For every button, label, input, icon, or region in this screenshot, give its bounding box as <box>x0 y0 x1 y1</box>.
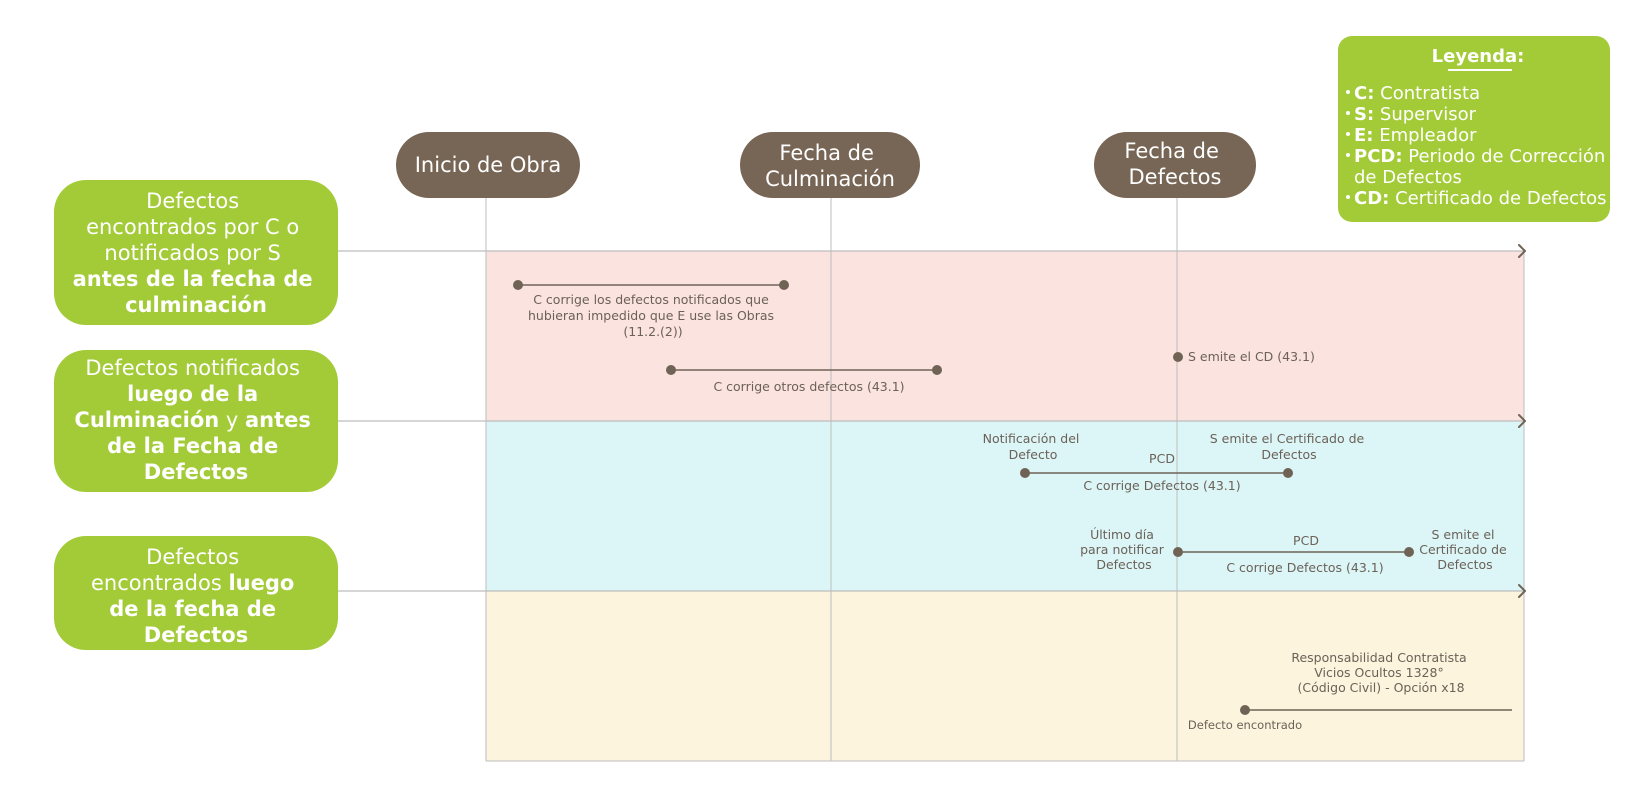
legend: Leyenda: C: Contratista S: Supervisor E:… <box>1338 36 1611 222</box>
row-label-run: encontrados por C o <box>86 215 299 239</box>
row-label-run: luego <box>228 571 294 595</box>
annotation-c-corrige-defectos: C corrige Defectos (43.1) <box>1083 478 1240 493</box>
segment-start-dot <box>666 365 676 375</box>
phase-lines <box>485 197 1525 762</box>
row-label-run: Defectos <box>146 545 239 569</box>
annotation-c-corrige-otros: C corrige otros defectos (43.1) <box>713 379 904 394</box>
legend-items: C: Contratista S: Supervisor E: Empleado… <box>1346 83 1611 209</box>
annotation-responsabilidad-contratista: Responsabilidad Contratista Vicios Ocult… <box>1291 650 1470 695</box>
row-label-run: antes de la fecha de <box>73 267 313 291</box>
phase-header-pill <box>396 132 580 198</box>
annotation-s-emite-certificado: S emite el Certificado de Defectos <box>1210 431 1368 462</box>
legend-run: CD: <box>1354 188 1389 209</box>
row-label-before-culmination: Defectos encontrados por C o notificados… <box>54 180 338 325</box>
legend-bullet <box>1346 195 1350 199</box>
row-label-after-defects-date: Defectos encontrados luego de la fecha d… <box>54 536 338 650</box>
segment-c-corrige-otros <box>666 365 942 375</box>
legend-run: C: <box>1354 83 1374 104</box>
arrow-head-icon <box>1518 244 1526 258</box>
annotation-pcd: PCD <box>1149 451 1175 466</box>
segment-c-corrige-impedidos <box>513 280 789 290</box>
legend-run: Contratista <box>1374 83 1480 104</box>
phase-header-label: Inicio de Obra <box>415 153 562 177</box>
annotation-c-corrige-impedidos: C corrige los defectos notificados que h… <box>528 292 778 339</box>
row-label-text: Defectos encontrados luego de la fecha d… <box>91 545 301 647</box>
row-label-run: culminación <box>125 293 267 317</box>
legend-run: Empleador <box>1374 125 1478 146</box>
row-label-run: y <box>219 408 245 432</box>
segment-end-dot <box>1283 468 1293 478</box>
phase-header-defects: Fecha de Defectos <box>1094 132 1256 198</box>
legend-run: S: <box>1354 104 1374 125</box>
annotation-ultimo-dia: Último día para notificar Defectos <box>1080 527 1168 572</box>
row-label-run: antes <box>245 408 311 432</box>
segment-pcd-row3 <box>1173 547 1414 557</box>
arrow-head-icon <box>1518 414 1526 428</box>
band-after-culmination <box>486 421 1524 591</box>
phase-header-culmination: Fecha de Culminación <box>740 132 920 198</box>
row-label-run: Defectos <box>144 623 248 647</box>
segment-start-dot <box>513 280 523 290</box>
row-label-run: notificados por S <box>104 241 280 265</box>
row-label-run: Defectos <box>144 460 248 484</box>
phase-header-start: Inicio de Obra <box>396 132 580 198</box>
segment-end-dot <box>932 365 942 375</box>
annotation-defecto-encontrado: Defecto encontrado <box>1188 718 1302 732</box>
legend-run: E: <box>1354 125 1374 146</box>
segment-start-dot <box>1173 547 1183 557</box>
row-label-run: Defectos notificados <box>85 356 300 380</box>
annotation-s-emite-cd: S emite el CD (43.1) <box>1188 349 1315 364</box>
annotation-s-emite-certificado: S emite el Certificado de Defectos <box>1419 527 1511 572</box>
band-after-defects-date <box>486 591 1524 761</box>
legend-item-pcd: PCD: Periodo de Corrección de Defectos <box>1354 146 1611 188</box>
legend-item-cd: CD: Certificado de Defectos <box>1354 188 1607 209</box>
legend-run: PCD: <box>1354 146 1403 167</box>
point-s-emite-cd <box>1173 352 1183 362</box>
segment-start-dot <box>1240 705 1250 715</box>
row-label-run: encontrados <box>91 571 228 595</box>
row-label-after-culmination: Defectos notificados luego de la Culmina… <box>54 350 338 492</box>
legend-item-contratista: C: Contratista <box>1354 83 1480 104</box>
arrow-head-icon <box>1518 584 1526 598</box>
annotation-pcd: PCD <box>1293 533 1319 548</box>
segment-pcd-row2 <box>1020 468 1293 478</box>
phase-header-pill <box>740 132 920 198</box>
phase-header-label: Fecha de Culminación <box>765 141 895 191</box>
legend-bullet <box>1346 111 1350 115</box>
legend-run: de Defectos <box>1354 167 1462 188</box>
segment-start-dot <box>1020 468 1030 478</box>
row-label-run: de la fecha de <box>109 597 276 621</box>
row-label-run: luego de la <box>127 382 258 406</box>
legend-bullet <box>1346 132 1350 136</box>
phase-header-label: Fecha de Defectos <box>1124 139 1225 189</box>
row-axes <box>338 244 1526 598</box>
annotation-notificacion-defecto: Notificación del Defecto <box>983 431 1084 462</box>
row-label-run: Defectos <box>146 189 239 213</box>
phase-header-pill <box>1094 132 1256 198</box>
legend-bullet <box>1346 153 1350 157</box>
row-label-run: de la Fecha de <box>107 434 278 458</box>
legend-bullet <box>1346 90 1350 94</box>
row-label-text: Defectos notificados luego de la Culmina… <box>74 356 317 484</box>
legend-run: Supervisor <box>1374 104 1477 125</box>
legend-title: Leyenda: <box>1432 46 1525 67</box>
legend-item-empleador: E: Empleador <box>1354 125 1477 146</box>
annotation-c-corrige-defectos: C corrige Defectos (43.1) <box>1226 560 1383 575</box>
legend-run: Periodo de Corrección <box>1403 146 1606 167</box>
segment-end-dot <box>779 280 789 290</box>
row-label-run: Culminación <box>74 408 219 432</box>
row-label-pill <box>54 350 338 492</box>
row-label-text: Defectos encontrados por C o notificados… <box>73 189 320 317</box>
segment-vicios-ocultos <box>1240 705 1512 715</box>
row-label-pill <box>54 180 338 325</box>
legend-box <box>1338 36 1610 222</box>
band-before-culmination <box>486 251 1524 421</box>
legend-run: Certificado de Defectos <box>1389 188 1606 209</box>
legend-item-supervisor: S: Supervisor <box>1354 104 1477 125</box>
row-label-pill <box>54 536 338 650</box>
segment-end-dot <box>1404 547 1414 557</box>
